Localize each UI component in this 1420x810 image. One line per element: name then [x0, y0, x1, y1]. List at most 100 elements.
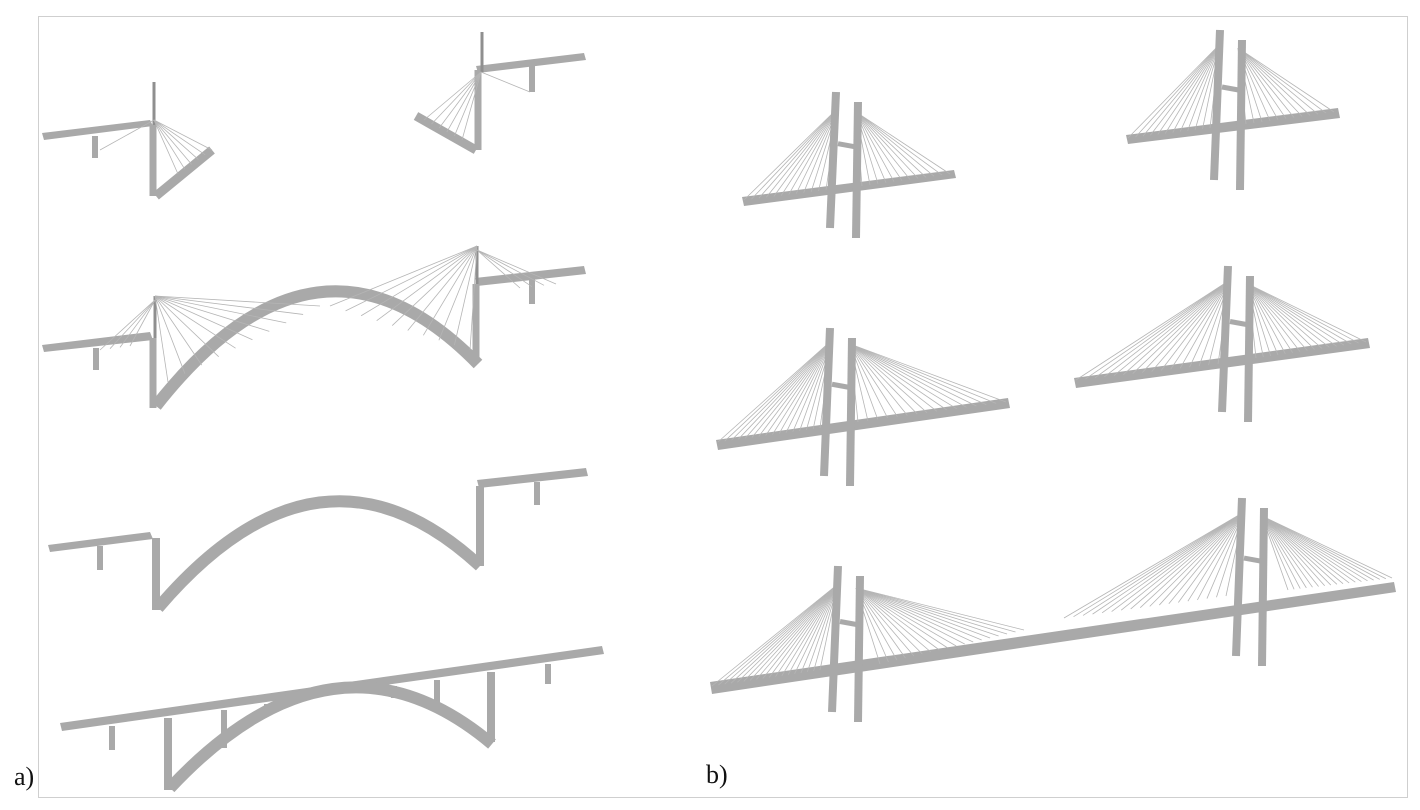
stay-cable — [855, 587, 957, 647]
stage-b1-short-cantilevers-right — [1126, 29, 1340, 191]
stay-cable — [1127, 43, 1221, 139]
stay-cable — [1261, 515, 1362, 582]
stay-cable — [1085, 279, 1231, 380]
stay-cable — [1075, 279, 1231, 381]
pylon-leg — [1232, 497, 1246, 657]
stay-cable — [1237, 47, 1295, 118]
stay-cable — [775, 583, 839, 677]
arch-rib — [165, 681, 496, 793]
pylon-crossbeam — [1229, 319, 1253, 328]
stay-cable — [1237, 47, 1311, 116]
stay-cable — [749, 583, 839, 681]
stay-cable — [849, 343, 908, 416]
stay-cable — [1261, 515, 1313, 588]
arch-cantilever-segment — [413, 112, 479, 154]
approach-deck — [42, 332, 153, 352]
stay-cable — [730, 583, 839, 684]
stay-cable — [119, 299, 156, 348]
stay-cable — [1179, 43, 1221, 132]
stay-cable — [718, 583, 839, 686]
stay-cable — [743, 583, 839, 682]
stage-b1-short-cantilevers-left — [742, 91, 956, 239]
stay-cable — [476, 249, 545, 286]
pylon-leg — [854, 575, 864, 723]
stay-cable — [1123, 279, 1231, 375]
panel-label-a: a) — [14, 762, 35, 791]
pylon-leg — [1258, 507, 1268, 667]
stay-cable — [1261, 515, 1332, 586]
stay-cable — [855, 111, 943, 176]
stay-cable — [849, 343, 938, 412]
pylon-leg — [852, 101, 862, 239]
stay-cable — [724, 339, 833, 442]
stage-a2-cable-stayed-arch — [42, 245, 586, 410]
stay-cable — [772, 339, 833, 435]
stay-cable — [345, 245, 478, 312]
stay-cable — [855, 587, 932, 653]
stay-cable — [1092, 511, 1245, 615]
pylon-leg — [828, 565, 842, 713]
stay-cable — [1247, 283, 1286, 354]
stay-cable — [1179, 279, 1231, 369]
stay-cable — [855, 587, 948, 649]
stay-cable — [1261, 515, 1380, 580]
stay-cable — [154, 295, 169, 383]
stay-cable — [717, 339, 833, 443]
stay-cable — [855, 587, 923, 655]
stay-cable — [360, 245, 478, 317]
stay-cable — [1197, 511, 1245, 601]
stay-cable — [855, 111, 911, 180]
stay-cable — [1261, 515, 1326, 587]
stay-cable — [329, 245, 478, 307]
stay-cable — [855, 587, 940, 651]
stay-cable — [737, 583, 839, 683]
stay-cable — [855, 111, 935, 177]
stay-cable — [849, 343, 957, 410]
stage-b3-completed-cable-stayed-bridge — [710, 497, 1396, 723]
stay-cable — [1132, 279, 1231, 374]
approach-deck — [476, 53, 586, 73]
stay-cable — [1104, 279, 1231, 378]
stage-a4-completed-deck-arch — [60, 646, 604, 793]
stay-cable — [154, 295, 321, 307]
stay-cable — [711, 583, 839, 687]
stay-cable — [766, 107, 839, 198]
stay-cable — [469, 245, 478, 351]
stay-cable — [431, 71, 482, 125]
stay-cable — [153, 119, 206, 156]
stay-cable — [1178, 511, 1245, 603]
stay-cable — [855, 587, 982, 641]
stay-cable — [1261, 515, 1387, 580]
stay-cable — [1261, 515, 1350, 584]
stay-cable — [855, 587, 1025, 631]
stay-cable — [1094, 279, 1231, 379]
stay-cable — [1142, 43, 1221, 137]
stay-cable — [1141, 279, 1231, 373]
stay-cable — [407, 245, 478, 331]
stay-cable — [1172, 43, 1221, 133]
stay-cable — [154, 295, 253, 341]
stay-cable — [1261, 515, 1374, 581]
pylon-crossbeam — [839, 619, 863, 628]
stay-cable — [1151, 279, 1231, 372]
stay-cable — [1247, 283, 1345, 346]
stay-cable — [781, 583, 839, 676]
pylon-leg — [826, 91, 840, 229]
stay-cable — [153, 119, 213, 151]
stay-cable — [1158, 511, 1245, 606]
stage-a3-arch-closed — [48, 468, 588, 612]
stay-cable — [849, 343, 898, 417]
stay-cable — [154, 295, 203, 366]
stay-cable — [855, 587, 906, 659]
figure-frame — [38, 16, 1408, 798]
stay-cable — [773, 107, 839, 197]
stay-cable — [1247, 283, 1330, 348]
stay-cable — [1261, 515, 1344, 584]
right-half — [413, 32, 586, 154]
stay-cable — [423, 71, 482, 121]
stay-cable — [855, 587, 965, 645]
stay-cable — [855, 587, 974, 643]
stay-cable — [762, 583, 839, 679]
pylon-crossbeam — [1243, 555, 1267, 565]
